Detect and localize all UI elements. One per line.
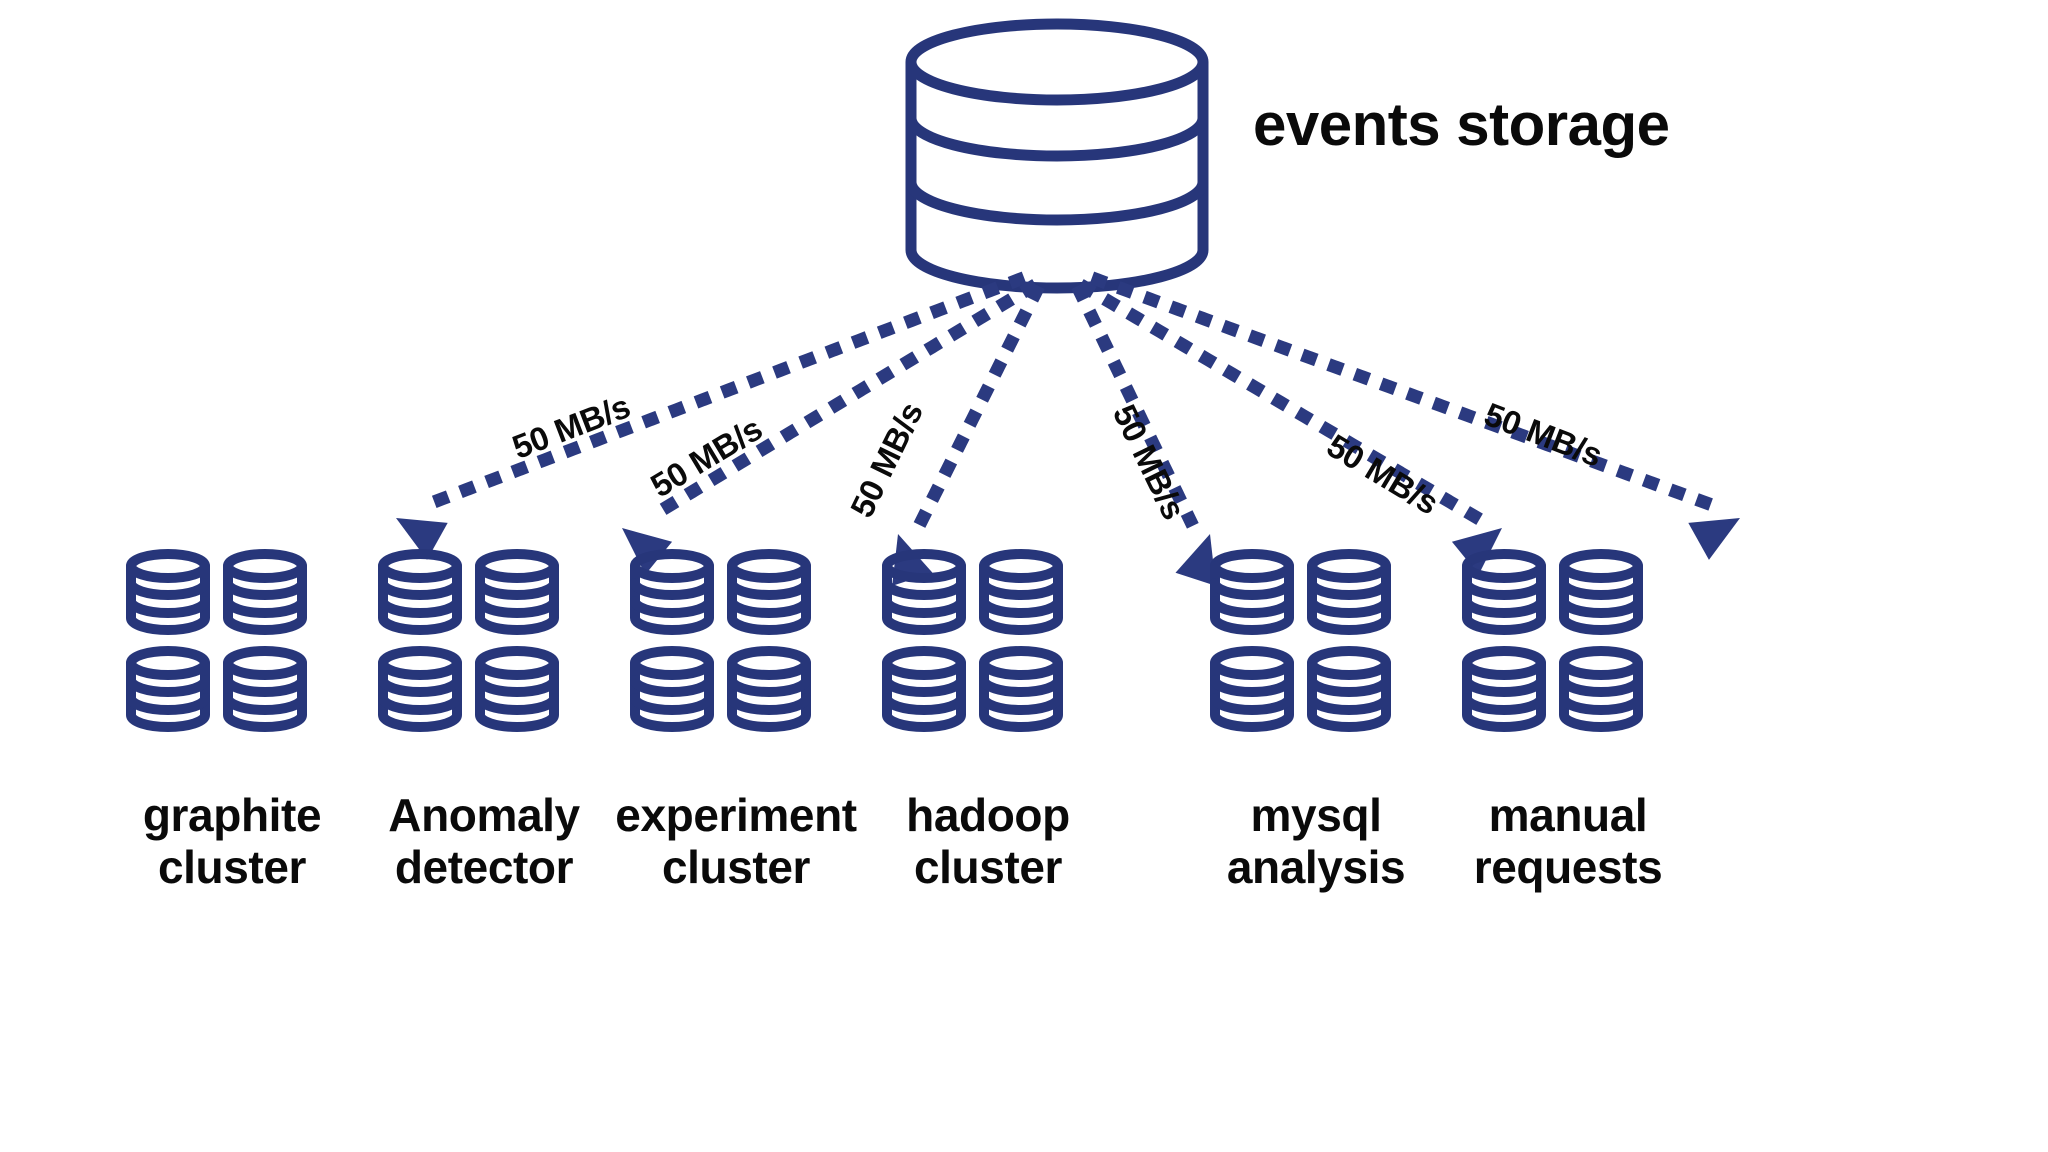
cluster-label-anomaly-line1: Anomaly <box>388 789 580 841</box>
cluster-label-manual: manual requests <box>1368 789 1768 893</box>
cluster-label-mysql-line2: analysis <box>1226 840 1406 893</box>
cluster-label-mysql: mysql analysis <box>1116 789 1516 893</box>
cluster-label-anomaly: Anomaly detector <box>284 789 684 893</box>
arrowhead-graphite <box>396 518 448 560</box>
cluster-icon-manual <box>1467 554 1638 727</box>
cluster-label-anomaly-line2: detector <box>394 840 574 893</box>
cluster-label-graphite-line2: cluster <box>157 840 307 893</box>
edge-line-mysql <box>1077 279 1483 525</box>
cluster-label-hadoop-line1: hadoop <box>906 789 1070 841</box>
arrowhead-hadoop <box>1175 534 1216 586</box>
cluster-icon-graphite <box>131 554 302 727</box>
cluster-icon-experiment <box>635 554 806 727</box>
cluster-label-experiment-line2: cluster <box>661 840 811 893</box>
cluster-label-experiment-line1: experiment <box>615 789 857 841</box>
cluster-label-manual-line2: requests <box>1473 840 1663 893</box>
cluster-label-graphite: graphite cluster <box>32 789 432 893</box>
edge-line-anomaly <box>643 279 1039 525</box>
cluster-label-experiment: experiment cluster <box>536 789 936 893</box>
arrowhead-layer <box>396 518 1740 586</box>
arrowhead-manual <box>1688 518 1740 560</box>
cluster-label-hadoop-line2: cluster <box>913 840 1063 893</box>
edge-line-manual <box>1089 271 1721 514</box>
cluster-label-graphite-line1: graphite <box>142 789 322 841</box>
cluster-icon-mysql <box>1215 554 1386 727</box>
events-storage-cylinder-icon <box>905 18 1209 294</box>
arrowhead-anomaly <box>622 528 673 575</box>
cluster-icon-anomaly <box>383 554 554 727</box>
cluster-label-manual-line1: manual <box>1488 789 1648 841</box>
page-title: events storage <box>1253 91 1670 158</box>
cluster-icon-layer <box>131 554 1638 727</box>
edge-layer <box>417 271 1721 529</box>
cluster-label-mysql-line1: mysql <box>1250 789 1382 841</box>
cluster-icon-hadoop <box>887 554 1058 727</box>
edge-line-graphite <box>417 271 1027 514</box>
arrowhead-mysql <box>1451 528 1502 575</box>
cluster-label-hadoop: hadoop cluster <box>788 789 1188 893</box>
